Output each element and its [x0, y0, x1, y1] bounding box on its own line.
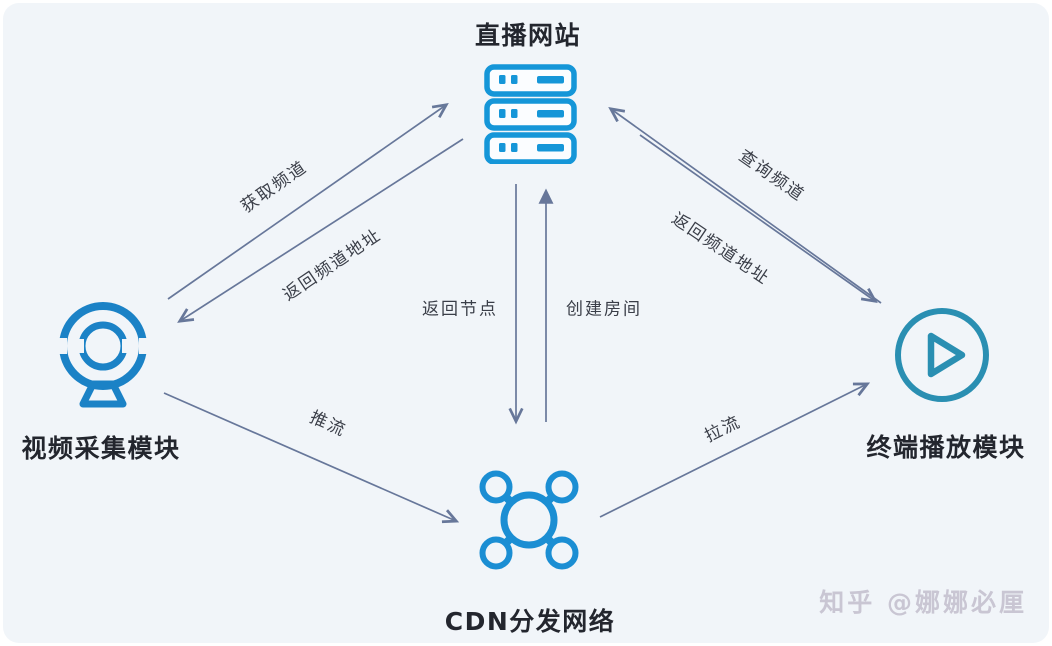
- network-hub-icon: [478, 469, 580, 575]
- webcam-icon: [52, 299, 154, 415]
- edge-push-stream: [163, 392, 460, 524]
- edge-query-channel: [608, 106, 882, 304]
- edge-return-channel-url-left: [177, 138, 464, 323]
- watermark: 知乎 @娜娜必厘: [819, 588, 1027, 617]
- diagram-canvas: 直播网站: [3, 3, 1049, 643]
- server-icon: [483, 64, 578, 168]
- play-icon: [892, 305, 992, 409]
- node-label-terminal-player: 终端播放模块: [866, 433, 1026, 462]
- edge-label-create-room: 创建房间: [566, 299, 642, 320]
- edge-get-channel: [167, 103, 449, 300]
- edge-return-channel-url-right: [639, 134, 878, 303]
- edge-label-return-node: 返回节点: [422, 299, 498, 320]
- edge-pull-stream: [599, 382, 871, 518]
- node-label-cdn-network: CDN分发网络: [444, 607, 616, 636]
- node-label-video-capture: 视频采集模块: [21, 434, 181, 463]
- arrow-layer: [163, 103, 882, 524]
- node-label-live-site: 直播网站: [474, 21, 582, 50]
